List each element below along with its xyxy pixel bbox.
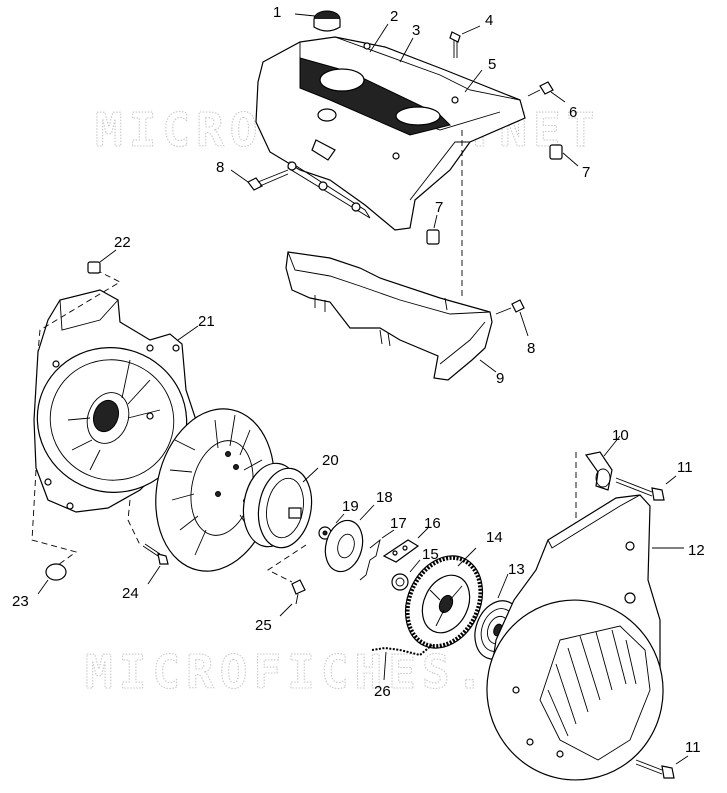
part-rope-26 — [371, 644, 433, 681]
callout-8a: 8 — [216, 159, 224, 176]
part-shroud-bracket — [287, 161, 371, 219]
callout-12: 12 — [688, 542, 705, 559]
part-flywheel-housing — [33, 289, 197, 513]
callout-5: 5 — [488, 56, 496, 73]
part-bolt-25 — [279, 579, 306, 617]
callout-4: 4 — [485, 12, 493, 29]
part-ring-15 — [391, 559, 421, 591]
callout-21: 21 — [198, 313, 215, 330]
callout-8b: 8 — [527, 340, 535, 357]
part-pin-22 — [87, 249, 117, 274]
callout-20: 20 — [322, 452, 339, 469]
callout-26: 26 — [374, 683, 391, 700]
alignment-line-24 — [127, 499, 141, 546]
callout-19: 19 — [342, 498, 359, 515]
callout-16: 16 — [424, 515, 441, 532]
callout-11a: 11 — [677, 459, 693, 476]
part-pawl-16 — [382, 527, 429, 563]
alignment-line-22 — [37, 269, 121, 353]
part-spring-17 — [359, 529, 395, 581]
alignment-line-25 — [267, 544, 307, 583]
leader-2 — [369, 23, 389, 53]
part-pulley-18 — [324, 504, 375, 573]
callout-10: 10 — [612, 427, 629, 444]
part-recoil-reel — [404, 547, 484, 649]
callout-22: 22 — [114, 234, 131, 251]
part-screw-4 — [449, 25, 481, 58]
part-grommet-7b — [426, 214, 440, 245]
part-recoil-housing — [486, 494, 684, 781]
callout-7b: 7 — [435, 199, 443, 216]
part-bolt-11a — [615, 475, 677, 501]
part-grommet-7a — [549, 144, 579, 167]
callout-17: 17 — [390, 515, 407, 532]
part-oil-cap — [313, 10, 341, 32]
part-lower-shroud — [285, 251, 493, 381]
part-bolt-24 — [142, 543, 169, 585]
part-engine-shroud — [255, 36, 526, 231]
callout-24: 24 — [122, 585, 139, 602]
callout-18: 18 — [376, 489, 393, 506]
alignment-line-23 — [31, 469, 78, 566]
callout-6: 6 — [569, 104, 577, 121]
callout-11b: 11 — [685, 739, 701, 756]
part-starter-cup — [242, 462, 319, 549]
part-screw-8a — [230, 169, 289, 191]
callout-1: 1 — [273, 4, 281, 21]
callout-9: 9 — [496, 370, 504, 387]
callout-23: 23 — [12, 593, 29, 610]
leader-3 — [399, 37, 414, 63]
leader-9 — [479, 359, 497, 373]
callout-14: 14 — [486, 529, 503, 546]
part-plug-23 — [37, 563, 67, 595]
part-clip-10 — [584, 435, 621, 491]
leader-5 — [464, 69, 483, 93]
leader-1 — [294, 13, 316, 17]
callout-2: 2 — [390, 8, 398, 25]
callout-7a: 7 — [582, 164, 590, 181]
callout-3: 3 — [412, 22, 420, 39]
callout-13: 13 — [508, 561, 525, 578]
part-screw-6 — [527, 81, 566, 103]
callout-15: 15 — [422, 546, 439, 563]
part-bolt-11b — [635, 755, 689, 779]
part-screw-8b — [495, 299, 529, 337]
leader-21 — [177, 325, 199, 341]
callout-25: 25 — [255, 617, 272, 634]
